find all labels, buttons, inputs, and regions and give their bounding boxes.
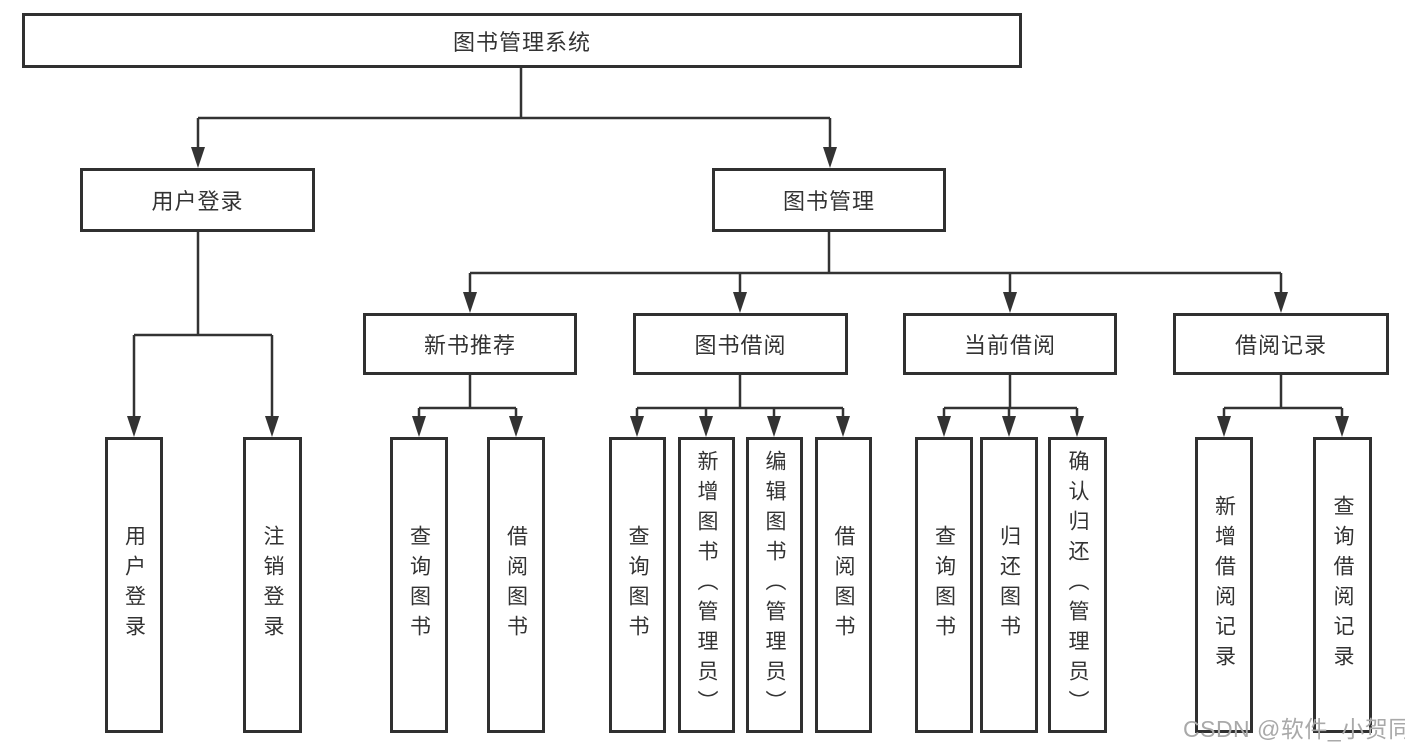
- node-book-borrow-label: 图书借阅: [694, 333, 787, 358]
- node-book-borrow: 图书借阅: [633, 313, 848, 375]
- leaf-recommend-query-book: 查询图书: [390, 437, 448, 733]
- node-root-system: 图书管理系统: [22, 13, 1022, 68]
- leaf-current-query-book-label: 查询图书: [932, 525, 956, 645]
- leaf-edit-book-admin-label: 编辑图书（管理员）: [763, 450, 786, 720]
- leaf-recommend-query-book-label: 查询图书: [407, 525, 431, 645]
- node-borrow-records-label: 借阅记录: [1234, 333, 1327, 358]
- leaf-add-book-admin: 新增图书（管理员）: [678, 437, 735, 733]
- leaf-user-login-label: 用户登录: [122, 525, 146, 645]
- leaf-borrow-query-book: 查询图书: [609, 437, 666, 733]
- connector-user-login-to-leaves: [132, 232, 274, 419]
- leaf-recommend-borrow-book-label: 借阅图书: [504, 525, 528, 645]
- node-book-management: 图书管理: [712, 168, 946, 232]
- leaf-add-borrow-record: 新增借阅记录: [1195, 437, 1253, 733]
- leaf-confirm-return-admin: 确认归还（管理员）: [1048, 437, 1107, 733]
- node-new-book-recommend-label: 新书推荐: [423, 333, 516, 358]
- csdn-watermark: CSDN @软件_小贺同学: [1183, 716, 1405, 742]
- node-current-borrow-label: 当前借阅: [963, 333, 1056, 358]
- leaf-user-login: 用户登录: [105, 437, 163, 733]
- connector-book-borrow-to-leaves: [635, 375, 845, 419]
- leaf-logout-label: 注销登录: [261, 525, 284, 645]
- node-user-login: 用户登录: [80, 168, 315, 232]
- leaf-recommend-borrow-book: 借阅图书: [487, 437, 545, 733]
- leaf-add-book-admin-label: 新增图书（管理员）: [695, 450, 718, 720]
- node-root-system-label: 图书管理系统: [452, 29, 591, 55]
- connector-root-to-level2: [196, 68, 832, 150]
- leaf-logout: 注销登录: [243, 437, 302, 733]
- leaf-query-borrow-record-label: 查询借阅记录: [1331, 495, 1354, 675]
- node-current-borrow: 当前借阅: [903, 313, 1117, 375]
- leaf-borrow-query-book-label: 查询图书: [626, 525, 649, 645]
- node-new-book-recommend: 新书推荐: [363, 313, 577, 375]
- leaf-edit-book-admin: 编辑图书（管理员）: [746, 437, 803, 733]
- leaf-add-borrow-record-label: 新增借阅记录: [1212, 495, 1236, 675]
- leaf-query-borrow-record: 查询借阅记录: [1313, 437, 1372, 733]
- leaf-borrow-book-label: 借阅图书: [832, 525, 855, 645]
- connector-new-book-recommend-to-leaves: [417, 375, 518, 419]
- node-book-management-label: 图书管理: [782, 189, 875, 214]
- leaf-confirm-return-admin-label: 确认归还（管理员）: [1066, 450, 1089, 720]
- connector-current-borrow-to-leaves: [942, 375, 1079, 419]
- leaf-borrow-book: 借阅图书: [815, 437, 872, 733]
- leaf-return-book-label: 归还图书: [997, 525, 1021, 645]
- leaf-return-book: 归还图书: [980, 437, 1038, 733]
- node-user-login-label: 用户登录: [151, 189, 244, 214]
- connector-borrow-records-to-leaves: [1222, 375, 1344, 419]
- node-borrow-records: 借阅记录: [1173, 313, 1389, 375]
- connector-book-management-to-level3: [468, 232, 1283, 295]
- leaf-current-query-book: 查询图书: [915, 437, 973, 733]
